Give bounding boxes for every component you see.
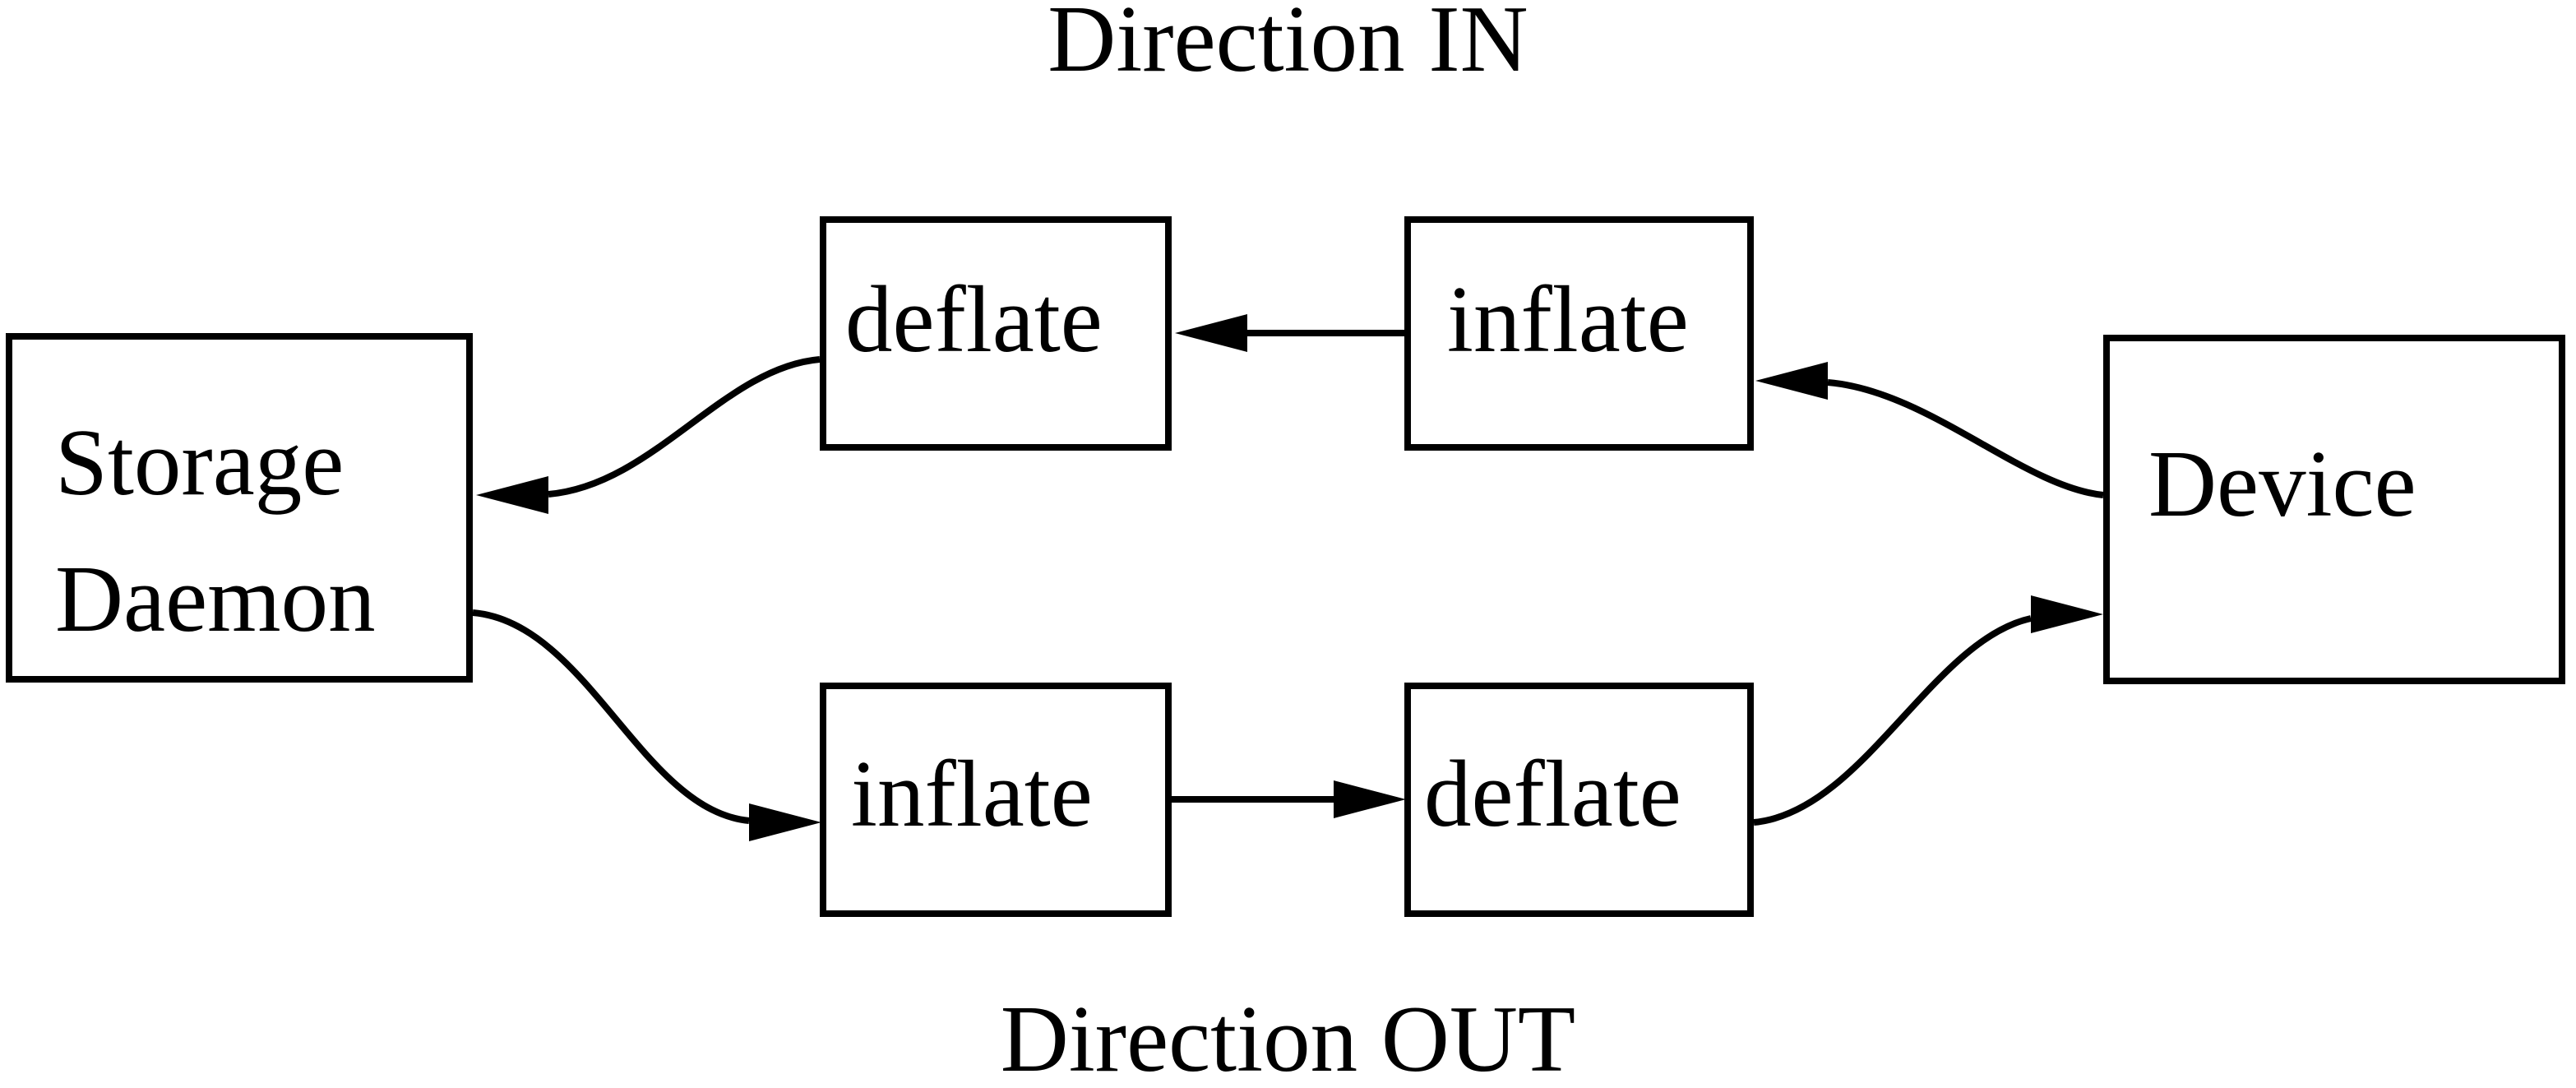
node-device [2103,335,2565,684]
edge-deflate-to-storage [548,356,821,498]
title-direction-in: Direction IN [1048,0,1528,91]
storage-daemon-label-line2: Daemon [55,547,376,651]
node-storage-daemon [6,333,473,683]
inflate-bottom-label: inflate [851,742,1093,846]
edge-deflate-to-device [1753,615,2032,826]
title-direction-out: Direction OUT [1000,987,1576,1088]
device-label: Device [2148,432,2416,536]
arrowhead-into-storage [476,476,548,514]
node-inflate-top [1404,216,1754,451]
arrowhead-into-inflate-top [1755,362,1828,400]
arrowhead-into-inflate-bottom [749,803,821,841]
node-deflate-top [820,216,1172,451]
deflate-top-label: deflate [845,267,1103,372]
arrowhead-into-deflate-bottom [1334,780,1406,818]
node-inflate-bottom [820,683,1172,917]
arrowhead-into-deflate-top [1175,314,1247,352]
storage-daemon-label-line1: Storage [55,410,345,515]
edge-device-to-inflate [1827,379,2104,498]
edge-storage-to-inflate [472,609,750,824]
deflate-bottom-label: deflate [1424,742,1681,846]
arrowhead-into-device [2031,595,2103,633]
node-deflate-bottom [1404,683,1754,917]
inflate-top-label: inflate [1447,267,1689,372]
